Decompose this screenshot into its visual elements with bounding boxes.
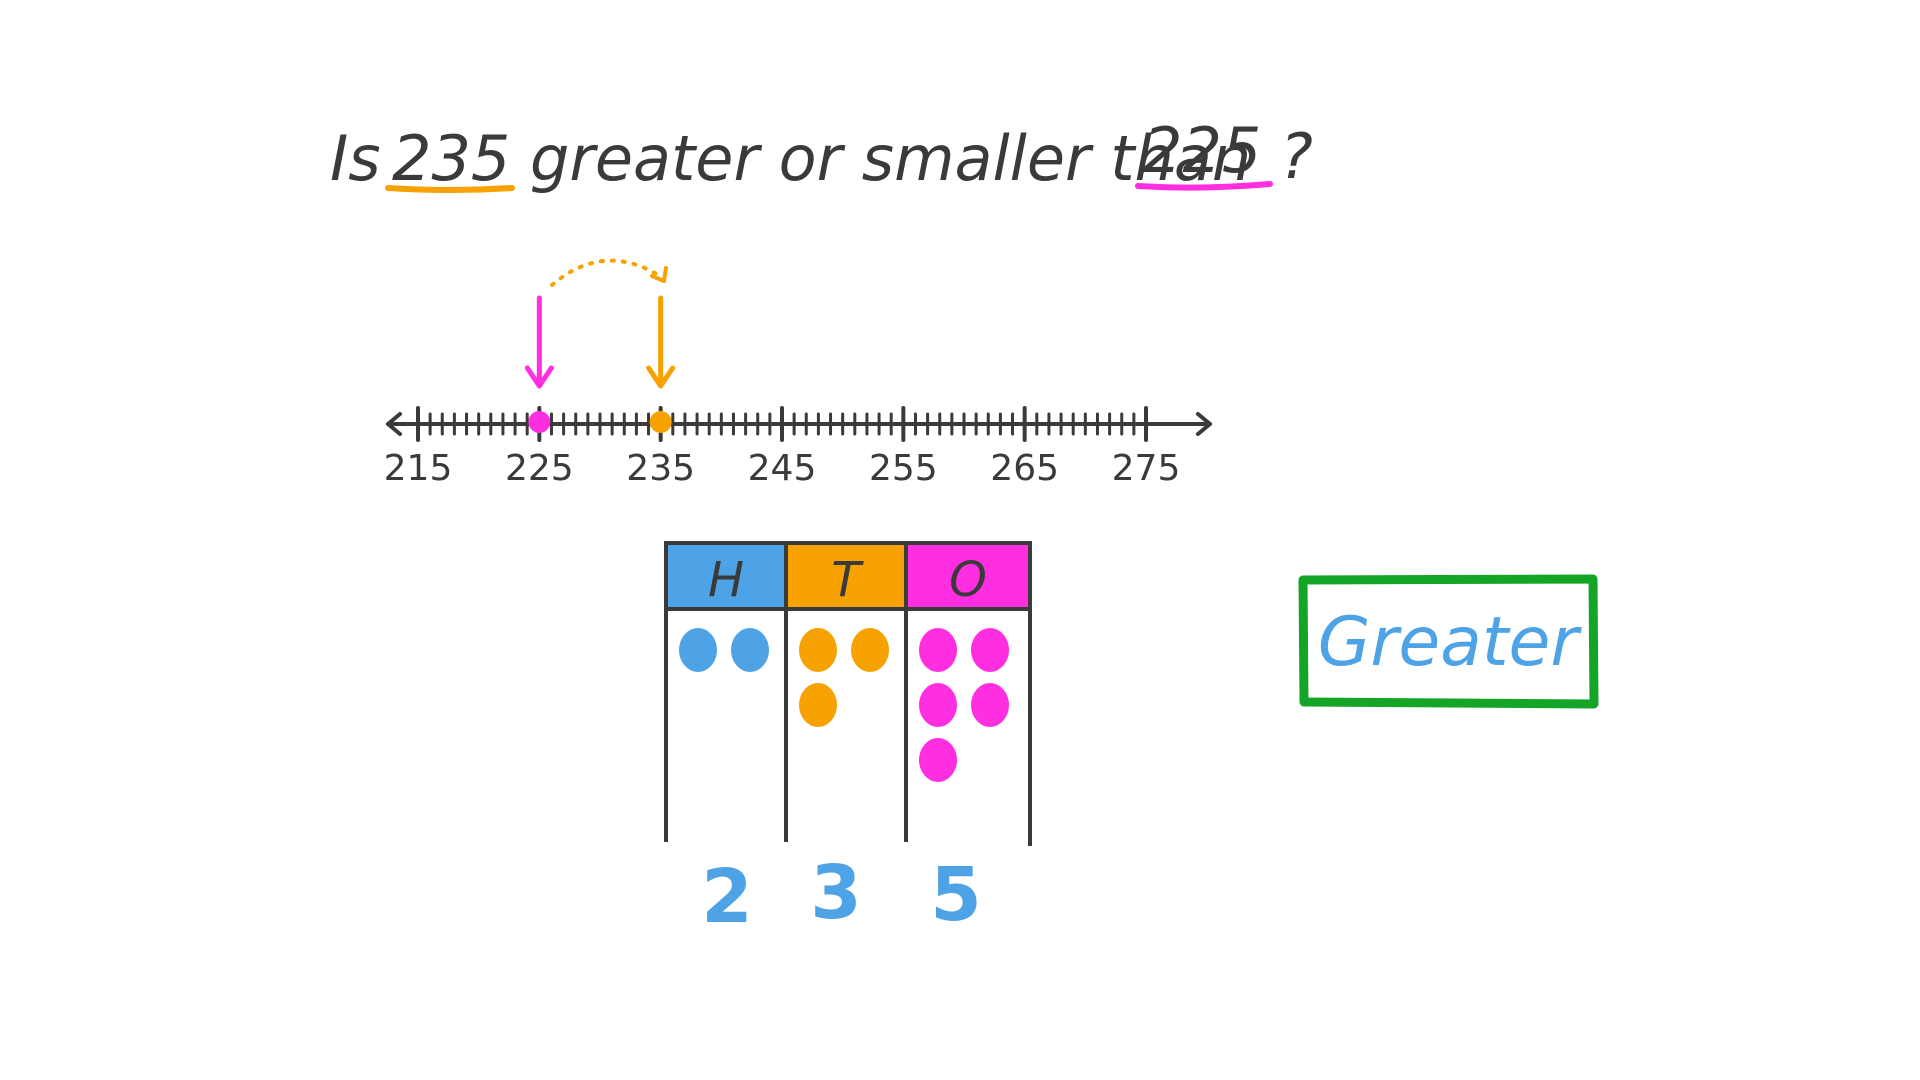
tick-label: 235 [626, 448, 695, 489]
header-tens: T [831, 552, 864, 608]
question-middle: greater or smaller than [530, 122, 1251, 195]
counter-ones [919, 683, 957, 727]
jump-arc-arrowhead [650, 266, 668, 283]
tick-label: 255 [869, 448, 938, 489]
number-line-labels: 215 225 235 245 255 265 275 [384, 448, 1181, 489]
answer-box: Greater [1298, 574, 1599, 709]
counter-ones [971, 683, 1009, 727]
header-cell-tens [786, 543, 906, 609]
question-first-number: 235 [392, 122, 510, 195]
number-line-right-arrow [1196, 412, 1212, 436]
question-prefix: Is [330, 122, 381, 195]
marker-arrow-235 [646, 295, 676, 389]
counter-hundreds [731, 628, 769, 672]
header-hundreds: H [708, 552, 744, 608]
counter-ones [919, 738, 957, 782]
digit-ones: 5 [930, 852, 982, 938]
digit-tens: 3 [810, 850, 862, 936]
marker-dot-235 [649, 411, 672, 433]
number-line-markers [524, 295, 676, 433]
counter-hundreds [679, 628, 717, 672]
answer-border [1298, 574, 1599, 709]
tick-label: 275 [1112, 448, 1181, 489]
question-second-number: 225 [1143, 114, 1261, 187]
tick-label: 225 [505, 448, 574, 489]
number-line-ticks [416, 406, 1148, 442]
jump-arc [550, 258, 665, 287]
tick-label: 245 [748, 448, 817, 489]
counter-ones [919, 628, 957, 672]
header-ones: O [949, 552, 987, 608]
counter-ones [971, 628, 1009, 672]
answer-text: Greater [1318, 603, 1583, 682]
number-line: 215 225 235 245 255 265 275 [384, 258, 1212, 489]
tick-label: 265 [990, 448, 1059, 489]
counter-tens [799, 628, 837, 672]
counter-tens [851, 628, 889, 672]
second-number-underline [1135, 181, 1273, 191]
question: Is 235 greater or smaller than 225 ? [330, 114, 1313, 195]
first-number-underline [385, 185, 515, 193]
counter-tens [799, 683, 837, 727]
tick-label: 215 [384, 448, 453, 489]
header-cell-hundreds [666, 543, 786, 609]
question-mark: ? [1280, 120, 1313, 193]
place-value-chart: H T O 2 3 5 [664, 541, 1032, 940]
number-line-left-arrow [386, 412, 402, 436]
header-cell-ones [906, 543, 1030, 609]
digit-hundreds: 2 [701, 854, 753, 940]
marker-arrow-225 [524, 295, 554, 389]
place-value-counters [679, 628, 1009, 782]
marker-dot-225 [528, 411, 551, 433]
